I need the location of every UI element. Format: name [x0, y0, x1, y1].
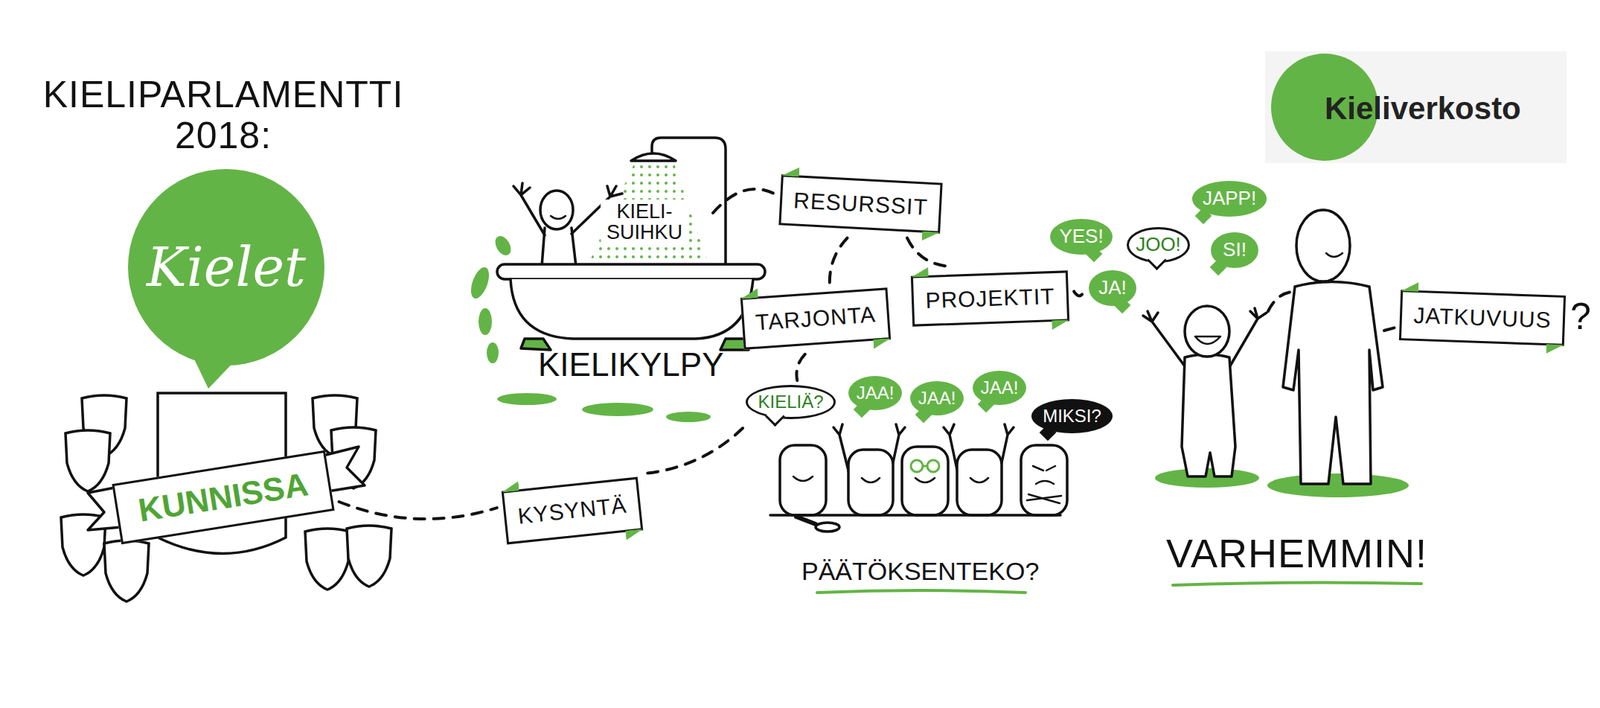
label-box: PROJEKTIT: [910, 270, 1070, 326]
dashed-connector: [907, 238, 946, 267]
shower-text: KIELI- SUIHKU: [600, 199, 689, 245]
corner-fold: [1051, 319, 1070, 330]
node-text: JATKUVUUS: [1413, 302, 1552, 334]
node-text: JAA!: [918, 387, 957, 409]
speech-bubble: JAPP!: [1192, 180, 1267, 217]
dashed-connector: [796, 354, 805, 381]
bubble-tail: [915, 406, 933, 424]
node-text: JA!: [1098, 276, 1127, 300]
speech-bubble: JA!: [1088, 270, 1137, 306]
label-box: KYSYNTÄ: [501, 477, 644, 545]
bubble-tail: [1195, 207, 1213, 225]
speech-bubble: KIELIÄ?: [745, 384, 836, 419]
node-text: Kielet: [146, 236, 306, 299]
label-box: JATKUVUUS: [1399, 289, 1566, 347]
node-text: KIELIÄ?: [757, 391, 824, 413]
speech-bubble: JAA!: [910, 381, 964, 416]
question-mark: ?: [1570, 296, 1592, 338]
dashed-connector: [647, 423, 748, 474]
caption-text: VARHEMMIN!: [1166, 531, 1428, 576]
node-text: TARJONTA: [754, 301, 877, 336]
caption-text: PÄÄTÖKSENTEKO?: [801, 557, 1039, 585]
dashed-paths: [1268, 291, 1401, 331]
meeting: [770, 424, 1068, 532]
node-text: PROJEKTIT: [925, 283, 1056, 315]
speech-circle: Kielet: [128, 168, 325, 366]
node-text: YES!: [1058, 225, 1103, 248]
node-text: JOO!: [1135, 233, 1182, 256]
speech-bubble: JAA!: [848, 375, 902, 411]
speech-bubble: YES!: [1050, 218, 1113, 255]
dashed-connector: [339, 501, 498, 519]
node-text: KUNNISSA: [136, 465, 312, 530]
speech-bubble: JAA!: [972, 370, 1027, 405]
corner-fold: [922, 230, 941, 242]
corner-fold: [500, 480, 520, 492]
corner-fold: [1400, 281, 1419, 292]
logo-text: Kieliverkosto: [1324, 91, 1522, 126]
corner-fold: [625, 528, 644, 540]
node-text: JAPP!: [1202, 187, 1257, 210]
dashed-loop: [712, 189, 777, 213]
corner-fold: [1545, 343, 1564, 355]
node-text: MIKSI?: [1042, 405, 1102, 427]
speech-bubble: MIKSI?: [1031, 398, 1113, 434]
logo-background: [1265, 51, 1567, 163]
label-box: TARJONTA: [740, 287, 891, 350]
bubble-tail: [1209, 258, 1227, 277]
splashes: [467, 232, 711, 422]
banner: KUNNISSA: [111, 450, 335, 544]
dashed-connector: [1073, 290, 1085, 296]
node-text: JAA!: [856, 382, 895, 404]
corner-fold: [872, 337, 892, 350]
node-text: RESURSSIT: [792, 187, 928, 221]
node-text: KYSYNTÄ: [516, 491, 629, 530]
corner-fold: [781, 165, 800, 177]
bubble-tail: [853, 401, 871, 419]
speech-bubble: SI!: [1210, 232, 1259, 268]
bubble-tail: [1038, 424, 1056, 442]
title-text: KIELIPARLAMENTTI 2018:: [29, 74, 417, 157]
speech-bubble: JOO!: [1126, 226, 1190, 263]
corner-fold: [739, 288, 759, 300]
bathtub: [497, 137, 766, 350]
bubble-tail: [1113, 296, 1131, 315]
bubble-tail: [977, 395, 995, 414]
corner-fold: [910, 267, 928, 278]
node-text: SI!: [1222, 238, 1247, 262]
label-box: RESURSSIT: [778, 174, 943, 233]
caption-text: KIELIKYLPY: [538, 346, 724, 383]
bubble-tail: [1085, 245, 1103, 263]
node-text: JAA!: [980, 377, 1019, 399]
dashed-connector: [829, 238, 848, 284]
